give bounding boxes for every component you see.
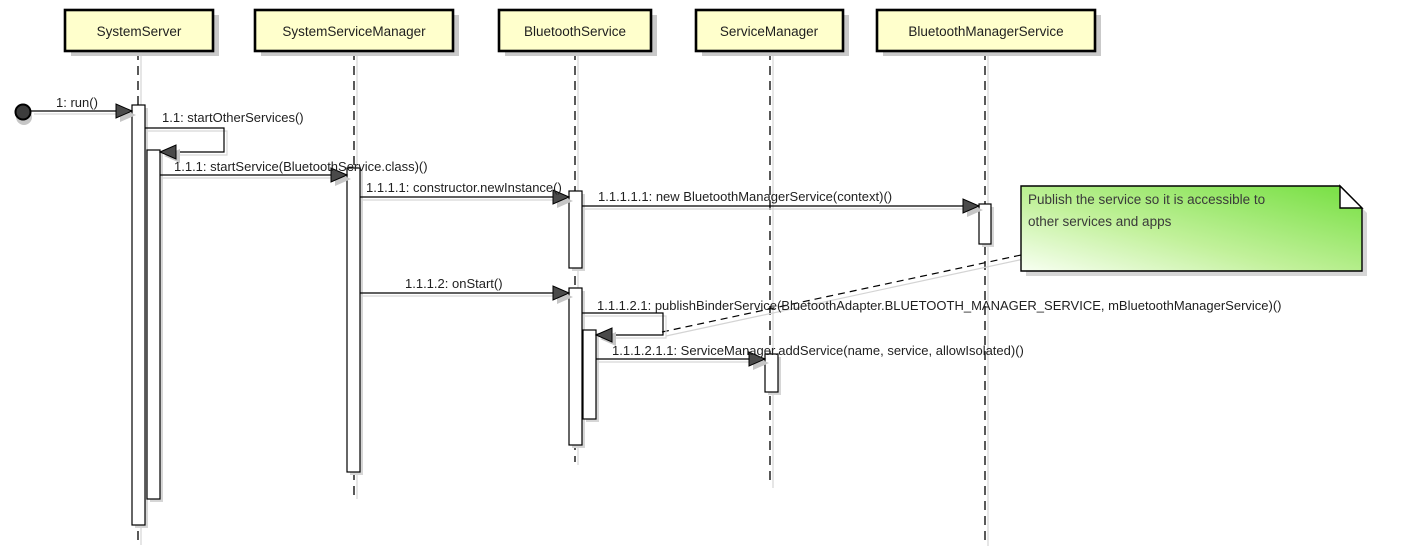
- participant-name: ServiceManager: [720, 24, 819, 39]
- arrowhead-icon: [962, 198, 981, 214]
- lifeline-bluetoothmanagerservice[interactable]: [984, 51, 989, 546]
- participant-box: [497, 8, 653, 53]
- message-label: 1.1.1.1.1: new BluetoothManagerService(c…: [598, 189, 892, 204]
- note-fold-icon: [1339, 184, 1364, 209]
- activation-bar: [131, 104, 146, 526]
- message-run[interactable]: 1: run(): [14, 95, 137, 125]
- message-label: 1.1.1.1: constructor.newInstance(): [366, 180, 562, 195]
- participant-name: SystemServer: [97, 24, 182, 39]
- activation-bar: [582, 329, 597, 420]
- participant-name: BluetoothService: [524, 24, 626, 39]
- message-publishbinderservice[interactable]: 1.1.1.2.1: publishBinderService(Bluetoot…: [582, 298, 1282, 346]
- activation-systemserver-run[interactable]: [131, 104, 148, 528]
- participant-bluetoothmanagerservice[interactable]: BluetoothManagerService: [875, 8, 1101, 56]
- note-text-line2: other services and apps: [1028, 214, 1172, 229]
- message-label: 1.1: startOtherServices(): [162, 110, 304, 125]
- arrowhead-icon: [552, 189, 571, 205]
- message-label: 1.1.1: startService(BluetoothService.cla…: [174, 159, 428, 174]
- activation-bluetoothmanagerservice[interactable]: [978, 203, 994, 247]
- participant-systemserver[interactable]: SystemServer: [63, 8, 219, 56]
- activation-systemservicemanager[interactable]: [346, 167, 363, 475]
- note-body: [1020, 185, 1363, 272]
- note-text-line1: Publish the service so it is accessible …: [1028, 192, 1265, 207]
- participant-name: BluetoothManagerService: [908, 24, 1063, 39]
- message-label: 1.1.1.2.1: publishBinderService(Bluetoot…: [597, 298, 1282, 313]
- arrowhead-icon: [330, 167, 349, 183]
- message-label: 1.1.1.2.1.1: ServiceManager.addService(n…: [612, 343, 1024, 358]
- participant-box: [694, 8, 845, 53]
- note-publish-service[interactable]: Publish the service so it is accessible …: [1020, 184, 1367, 276]
- lifeline-servicemanager[interactable]: [769, 51, 774, 488]
- activation-bluetoothservice-onstart[interactable]: [568, 287, 585, 448]
- arrowhead-icon: [552, 285, 571, 301]
- message-label: 1.1.1.2: onStart(): [405, 276, 503, 291]
- message-label: 1: run(): [56, 95, 98, 110]
- message-addservice[interactable]: 1.1.1.2.1.1: ServiceManager.addService(n…: [596, 343, 1024, 370]
- activation-bluetoothservice-constructor[interactable]: [568, 190, 585, 271]
- message-line-shadow: [148, 130, 228, 156]
- activation-servicemanager[interactable]: [764, 353, 781, 395]
- message-startservice[interactable]: 1.1.1: startService(BluetoothService.cla…: [160, 159, 428, 186]
- message-line-shadow: [585, 315, 667, 339]
- participant-name: SystemServiceManager: [282, 24, 426, 39]
- activation-bar: [568, 287, 583, 446]
- note-connector[interactable]: [661, 254, 1025, 337]
- message-startotherservices[interactable]: 1.1: startOtherServices(): [145, 110, 304, 163]
- participant-systemservicemanager[interactable]: SystemServiceManager: [253, 8, 459, 56]
- arrowhead-icon: [158, 144, 177, 160]
- message-constructor-newinstance[interactable]: 1.1.1.1: constructor.newInstance(): [360, 180, 573, 208]
- activation-bar: [146, 149, 161, 500]
- message-line: [145, 127, 225, 153]
- participant-box: [875, 8, 1097, 53]
- participant-box: [63, 8, 215, 53]
- activation-bar: [764, 353, 779, 393]
- arrowhead-icon: [748, 351, 767, 367]
- note-connector-shadow: [665, 258, 1025, 337]
- activation-systemserver-startotherservices[interactable]: [146, 149, 163, 502]
- activation-bluetoothservice-publishbinderservice[interactable]: [582, 329, 599, 422]
- activation-bar: [568, 190, 583, 269]
- participant-servicemanager[interactable]: ServiceManager: [694, 8, 849, 56]
- message-line: [582, 312, 664, 336]
- note-connector-line: [661, 254, 1022, 333]
- arrowhead-icon: [115, 103, 134, 119]
- message-new-bluetoothmanagerservice[interactable]: 1.1.1.1.1: new BluetoothManagerService(c…: [582, 189, 983, 217]
- message-onstart[interactable]: 1.1.1.2: onStart(): [360, 276, 573, 304]
- activation-bar: [978, 203, 992, 245]
- arrowhead-icon: [594, 327, 613, 343]
- start-node-icon: [14, 103, 32, 121]
- activation-bar: [346, 167, 361, 473]
- participant-bluetoothservice[interactable]: BluetoothService: [497, 8, 657, 56]
- participant-box: [253, 8, 455, 53]
